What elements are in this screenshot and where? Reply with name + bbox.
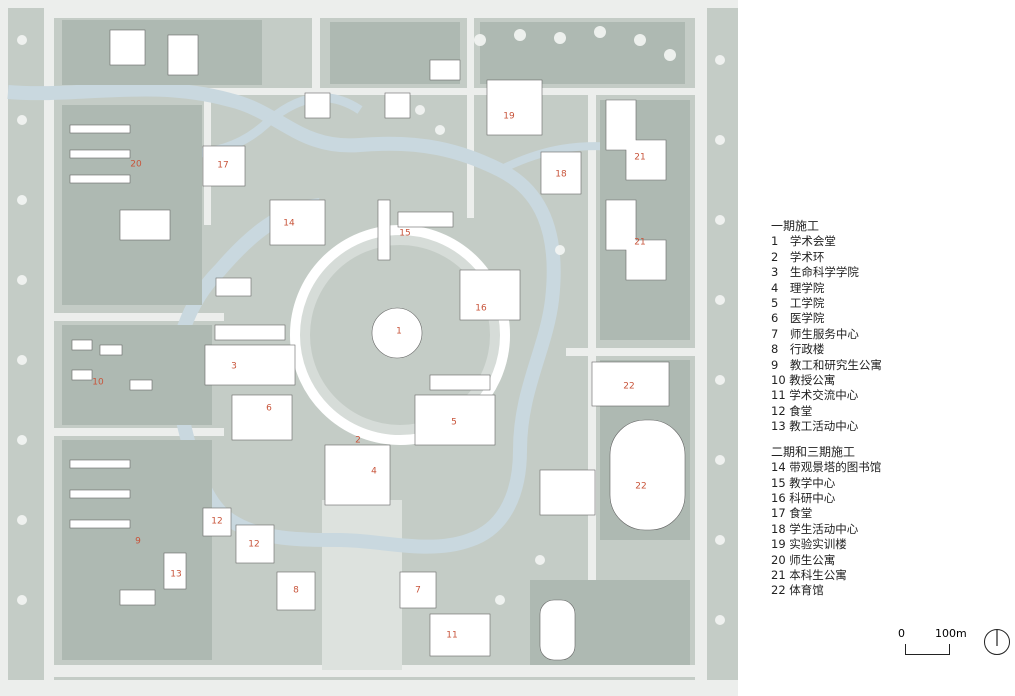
map-label-8: 8	[293, 586, 299, 596]
legend-item: 5 工学院	[771, 296, 825, 311]
map-label-4: 4	[371, 467, 377, 477]
map-label-20: 20	[130, 160, 142, 170]
map-label-17: 17	[217, 161, 228, 171]
map-legend: 一期施工 1 学术会堂 2 学术环 3 生命科学学院 4 理学院 5 工学院 6…	[771, 219, 1001, 609]
scale-bar: 0 100m	[898, 627, 967, 657]
legend-item: 9 教工和研究生公寓	[771, 357, 882, 372]
north-arrow-icon	[984, 629, 1010, 655]
scale-end-label: 100m	[935, 627, 967, 640]
legend-item: 12 食堂	[771, 403, 813, 418]
scale-start-label: 0	[898, 627, 905, 640]
legend-phase23-title: 二期和三期施工	[771, 444, 856, 459]
legend-item: 20 师生公寓	[771, 552, 836, 567]
map-label-9: 9	[135, 537, 141, 547]
map-label-1: 1	[396, 327, 402, 337]
legend-item: 22 体育馆	[771, 583, 824, 598]
map-label-21a: 21	[634, 153, 645, 163]
map-label-16: 16	[475, 304, 487, 314]
map-label-14: 14	[283, 219, 295, 229]
legend-item: 13 教工活动中心	[771, 419, 859, 434]
map-label-12a: 12	[211, 517, 222, 527]
scale-bar-line	[905, 644, 950, 655]
legend-item: 11 学术交流中心	[771, 388, 859, 403]
legend-item: 6 医学院	[771, 311, 825, 326]
map-label-22a: 22	[623, 382, 634, 392]
map-label-12b: 12	[248, 540, 259, 550]
map-label-11: 11	[446, 631, 457, 641]
map-label-18: 18	[555, 170, 567, 180]
legend-item: 3 生命科学学院	[771, 265, 859, 280]
legend-item: 2 学术环	[771, 249, 825, 264]
legend-phase1-title: 一期施工	[771, 219, 820, 233]
legend-item: 10 教授公寓	[771, 373, 836, 388]
map-label-5: 5	[451, 418, 457, 428]
legend-item: 7 师生服务中心	[771, 326, 859, 341]
map-label-21b: 21	[634, 238, 645, 248]
map-label-3: 3	[231, 362, 237, 372]
map-label-7: 7	[415, 586, 421, 596]
legend-item: 14 带观景塔的图书馆	[771, 460, 882, 475]
map-label-15: 15	[399, 229, 410, 239]
legend-item: 19 实验实训楼	[771, 537, 847, 552]
legend-item: 17 食堂	[771, 506, 813, 521]
legend-phase1: 一期施工 1 学术会堂 2 学术环 3 生命科学学院 4 理学院 5 工学院 6…	[771, 219, 1001, 435]
legend-item: 4 理学院	[771, 280, 825, 295]
map-label-6: 6	[266, 404, 272, 414]
legend-item: 21 本科生公寓	[771, 567, 847, 582]
map-label-19: 19	[503, 112, 515, 122]
map-label-2: 2	[355, 436, 361, 446]
campus-site-plan: 1 2 3 4 5 6 7 8 9 10 11 12 12 13 14 15 1…	[0, 0, 738, 696]
legend-item: 8 行政楼	[771, 342, 825, 357]
map-label-13: 13	[170, 570, 181, 580]
map-label-22b: 22	[635, 482, 646, 492]
legend-item: 1 学术会堂	[771, 234, 836, 249]
legend-item: 16 科研中心	[771, 490, 836, 505]
legend-item: 15 教学中心	[771, 475, 836, 490]
legend-phase23: 二期和三期施工 14 带观景塔的图书馆 15 教学中心 16 科研中心 17 食…	[771, 445, 1001, 599]
map-label-10: 10	[92, 378, 104, 388]
legend-item: 18 学生活动中心	[771, 521, 859, 536]
